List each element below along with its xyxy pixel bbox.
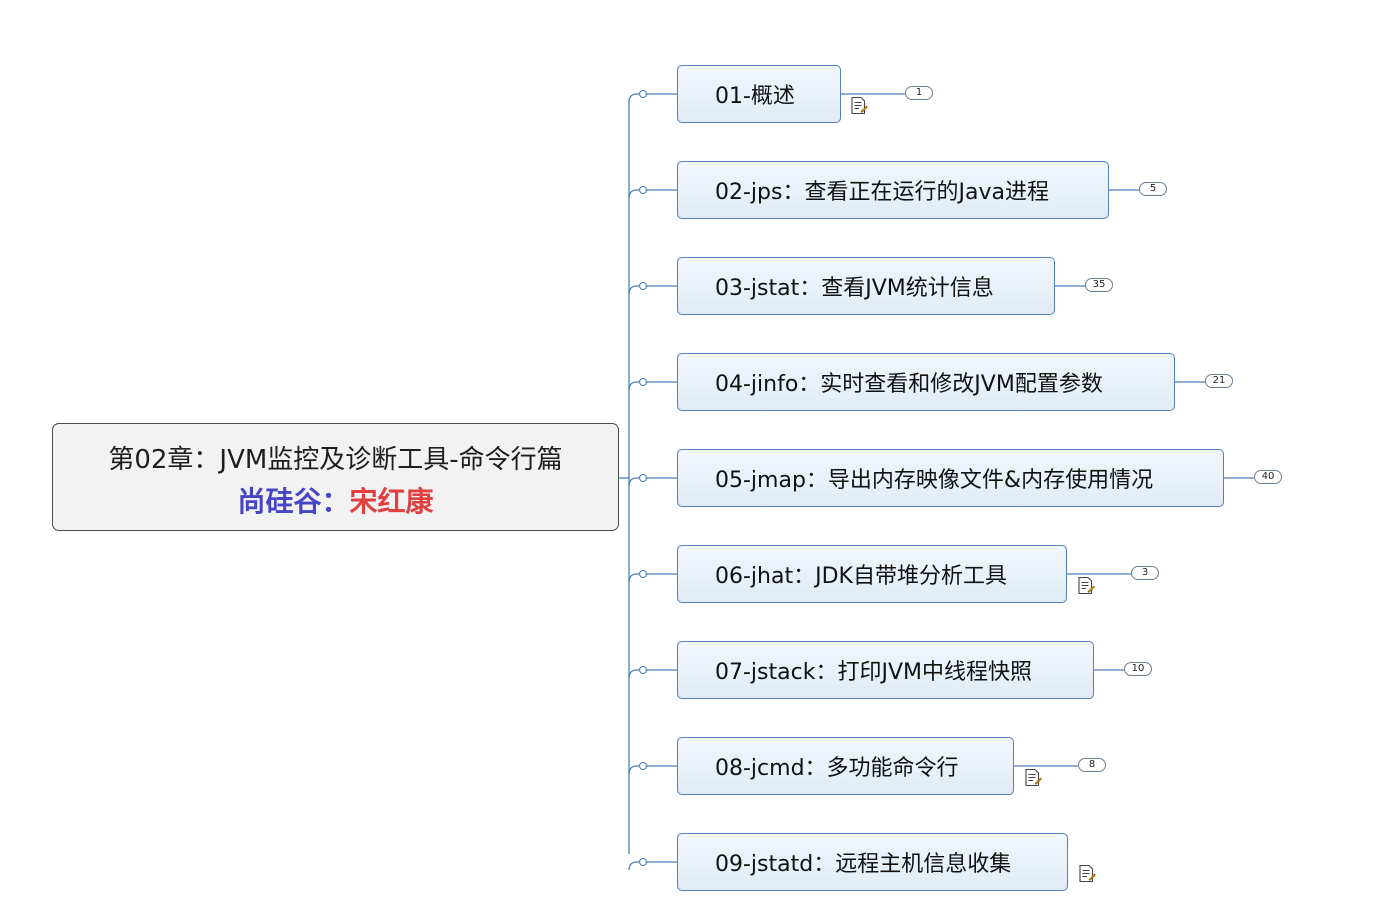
- root-topic[interactable]: 第02章：JVM监控及诊断工具-命令行篇 尚硅谷：宋红康: [52, 423, 619, 531]
- topic-06[interactable]: 06-jhat：JDK自带堆分析工具: [677, 545, 1067, 603]
- topic-05[interactable]: 05-jmap：导出内存映像文件&内存使用情况: [677, 449, 1224, 507]
- branch-line: [628, 381, 677, 391]
- topic-label: 01-概述: [715, 84, 795, 109]
- topic-label: 03-jstat：查看JVM统计信息: [715, 276, 994, 301]
- branch-line: [628, 93, 677, 103]
- branch-dot: [638, 185, 648, 195]
- topic-04-collapsed-count[interactable]: 21: [1205, 374, 1233, 388]
- branch-line: [628, 669, 677, 679]
- branch-line: [628, 477, 677, 487]
- note-icon[interactable]: [1077, 864, 1096, 883]
- topic-07[interactable]: 07-jstack：打印JVM中线程快照: [677, 641, 1094, 699]
- branch-dot: [638, 281, 648, 291]
- topic-03[interactable]: 03-jstat：查看JVM统计信息: [677, 257, 1055, 315]
- topic-label: 07-jstack：打印JVM中线程快照: [715, 660, 1032, 685]
- topic-08[interactable]: 08-jcmd：多功能命令行: [677, 737, 1014, 795]
- topic-06-collapsed-count[interactable]: 3: [1131, 566, 1159, 580]
- author-name: 宋红康: [349, 485, 434, 518]
- topic-label: 06-jhat：JDK自带堆分析工具: [715, 564, 1007, 589]
- topic-05-collapsed-count[interactable]: 40: [1254, 470, 1282, 484]
- topic-label: 02-jps：查看正在运行的Java进程: [715, 180, 1049, 205]
- author-prefix: 尚硅谷：: [237, 485, 350, 518]
- topic-label: 04-jinfo：实时查看和修改JVM配置参数: [715, 372, 1103, 397]
- note-icon[interactable]: [1023, 768, 1042, 787]
- topic-08-collapsed-count[interactable]: 8: [1078, 758, 1106, 772]
- topic-label: 09-jstatd：远程主机信息收集: [715, 852, 1012, 877]
- topic-label: 05-jmap：导出内存映像文件&内存使用情况: [715, 468, 1154, 493]
- branch-line: [628, 861, 677, 871]
- topic-09[interactable]: 09-jstatd：远程主机信息收集: [677, 833, 1068, 891]
- root-topic-author: 尚硅谷：宋红康: [53, 480, 618, 520]
- topic-01[interactable]: 01-概述: [677, 65, 841, 123]
- branch-line: [628, 765, 677, 775]
- topic-04[interactable]: 04-jinfo：实时查看和修改JVM配置参数: [677, 353, 1175, 411]
- branch-dot: [638, 761, 648, 771]
- branch-line: [628, 189, 677, 199]
- branch-dot: [638, 377, 648, 387]
- topic-02-collapsed-count[interactable]: 5: [1139, 182, 1167, 196]
- branch-line: [628, 285, 677, 295]
- branch-dot: [638, 857, 648, 867]
- topic-07-collapsed-count[interactable]: 10: [1124, 662, 1152, 676]
- note-icon[interactable]: [849, 96, 868, 115]
- topic-01-collapsed-count[interactable]: 1: [905, 86, 933, 100]
- topic-label: 08-jcmd：多功能命令行: [715, 756, 959, 781]
- topic-03-collapsed-count[interactable]: 35: [1085, 278, 1113, 292]
- root-topic-title: 第02章：JVM监控及诊断工具-命令行篇: [108, 445, 563, 475]
- branch-dot: [638, 569, 648, 579]
- topic-02[interactable]: 02-jps：查看正在运行的Java进程: [677, 161, 1109, 219]
- branch-line: [628, 573, 677, 583]
- note-icon[interactable]: [1076, 576, 1095, 595]
- branch-dot: [638, 473, 648, 483]
- branch-dot: [638, 89, 648, 99]
- branch-dot: [638, 665, 648, 675]
